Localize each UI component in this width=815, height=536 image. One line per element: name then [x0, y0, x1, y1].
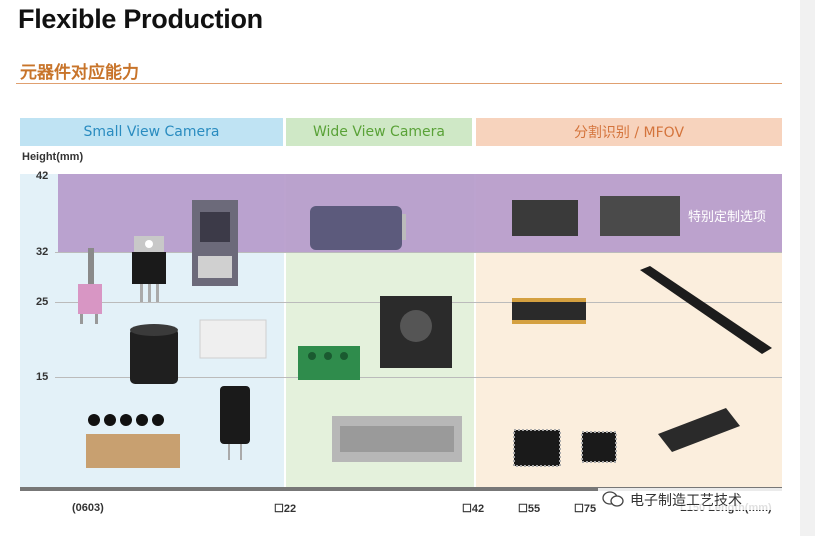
x-label-42: ☐42 [462, 503, 485, 515]
to220-transistor-component [132, 236, 166, 302]
watermark-text: 电子制造工艺技术 [630, 493, 742, 509]
kmg-capacitor-component [220, 386, 250, 460]
subtitle-rule [16, 83, 782, 84]
y-tick-15: 15 [36, 371, 49, 383]
dc-jack-component [380, 296, 452, 368]
thermistor-row-component [86, 414, 180, 468]
gridline-32 [55, 252, 782, 253]
watermark-backdrop [598, 488, 788, 510]
header-mfov: 分割识别 / MFOV [476, 118, 782, 146]
x-axis-baseline [20, 487, 782, 491]
rj45-connector-component [192, 200, 238, 286]
qfp-chip-small-component [581, 431, 617, 463]
large-capacitor-component [310, 206, 406, 250]
special-custom-label: 特别定制选项 [688, 210, 767, 225]
x-label-22: ☐22 [274, 503, 297, 515]
y-tick-32: 32 [36, 246, 49, 258]
card-connector-component [658, 408, 740, 452]
electrolytic-capacitor-component [130, 324, 178, 384]
long-socket-component [640, 266, 772, 354]
right-edge-strip [800, 0, 815, 536]
qfp-chip-large-component [513, 429, 561, 467]
y-axis-label: Height(mm) [22, 151, 84, 163]
gridline-15 [55, 377, 782, 378]
x-label-75: ☐75 [574, 503, 597, 515]
wechat-icon [602, 491, 624, 507]
mfov-connector-top-left [512, 200, 578, 236]
toggle-switch-component [78, 248, 102, 324]
terminal-block-component [298, 346, 360, 380]
y-tick-42: 42 [36, 170, 49, 182]
section-subtitle: 元器件对应能力 [20, 63, 139, 83]
page-title: Flexible Production [18, 4, 263, 34]
header-connector-component [199, 319, 267, 359]
square-icon: ☐ [462, 503, 472, 515]
y-tick-25: 25 [36, 296, 49, 308]
square-icon: ☐ [274, 503, 284, 515]
mfov-connector-top-right [600, 196, 680, 236]
shielded-connector-component [332, 416, 462, 462]
header-small-view-camera: Small View Camera [20, 118, 283, 146]
square-icon: ☐ [574, 503, 584, 515]
header-wide-view-camera: Wide View Camera [286, 118, 472, 146]
square-icon: ☐ [518, 503, 528, 515]
x-label-0603: (0603) [72, 502, 104, 514]
x-label-55: ☐55 [518, 503, 541, 515]
btb-connector-component [512, 298, 586, 324]
component-illustrations [78, 196, 772, 468]
